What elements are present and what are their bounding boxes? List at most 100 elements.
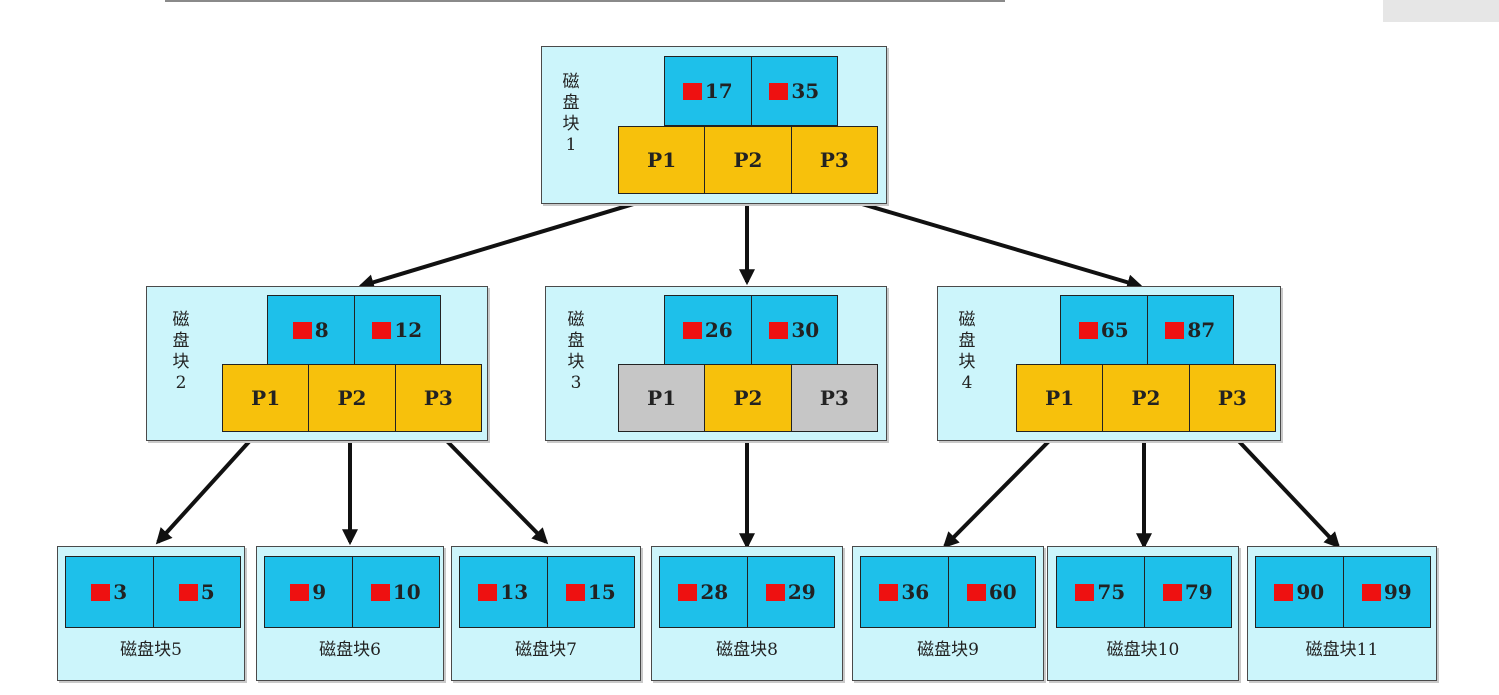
disk-block-label: 磁盘块10 <box>1106 640 1180 660</box>
data-pointer-marker-icon <box>682 321 702 339</box>
edge-arrow <box>1230 432 1341 549</box>
key-value: 3 <box>113 580 128 604</box>
key-cell: 17 <box>665 57 752 125</box>
key-value: 79 <box>1184 580 1213 604</box>
data-pointer-marker-icon <box>565 583 585 601</box>
edge-arrow <box>834 194 1144 291</box>
key-cell: 28 <box>660 557 748 627</box>
pointer-cell-p3: P3 <box>395 365 481 431</box>
key-cell: 29 <box>748 557 835 627</box>
key-cell: 8 <box>268 296 355 364</box>
edge-arrow <box>942 432 1058 549</box>
pointer-cell-p2: P2 <box>705 365 792 431</box>
data-pointer-marker-icon <box>966 583 986 601</box>
pointer-cell-p3: P3 <box>791 127 877 193</box>
key-cell: 12 <box>355 296 441 364</box>
disk-block-label: 磁盘块3 <box>567 310 585 393</box>
data-pointer-marker-icon <box>769 82 789 100</box>
key-cell: 10 <box>353 557 440 627</box>
key-value: 36 <box>901 580 930 604</box>
pointer-cell-p2: P2 <box>705 127 792 193</box>
key-cell: 79 <box>1145 557 1232 627</box>
data-pointer-marker-icon <box>370 583 390 601</box>
key-cell: 15 <box>548 557 635 627</box>
data-pointer-marker-icon <box>292 321 312 339</box>
data-pointer-marker-icon <box>1361 583 1381 601</box>
key-cell: 99 <box>1344 557 1431 627</box>
pointer-cell-p2: P2 <box>1103 365 1190 431</box>
data-pointer-marker-icon <box>1165 321 1185 339</box>
key-value: 35 <box>791 79 820 103</box>
key-cell: 9 <box>265 557 353 627</box>
key-value: 29 <box>787 580 816 604</box>
pointer-cell-p2: P2 <box>309 365 396 431</box>
disk-block-label: 磁盘块8 <box>716 640 778 660</box>
data-pointer-marker-icon <box>1274 583 1294 601</box>
key-value: 75 <box>1097 580 1126 604</box>
key-value: 12 <box>394 318 423 342</box>
data-pointer-marker-icon <box>765 583 785 601</box>
key-cell: 13 <box>460 557 548 627</box>
key-cell: 30 <box>752 296 838 364</box>
key-value: 15 <box>587 580 616 604</box>
key-value: 60 <box>988 580 1017 604</box>
key-row: 9 10 <box>264 556 440 628</box>
disk-block-label: 磁盘块2 <box>172 310 190 393</box>
key-row: 13 15 <box>459 556 635 628</box>
data-pointer-marker-icon <box>178 583 198 601</box>
disk-block-label: 磁盘块7 <box>515 640 577 660</box>
key-cell: 35 <box>752 57 838 125</box>
key-cell: 87 <box>1148 296 1234 364</box>
data-pointer-marker-icon <box>91 583 111 601</box>
key-cell: 5 <box>154 557 241 627</box>
edge-arrow <box>357 194 661 290</box>
data-pointer-marker-icon <box>682 82 702 100</box>
key-value: 99 <box>1383 580 1412 604</box>
key-row: 75 79 <box>1056 556 1232 628</box>
key-row: 65 87 <box>1060 295 1234 365</box>
key-value: 10 <box>392 580 421 604</box>
pointer-cell-p1: P1 <box>223 365 310 431</box>
key-value: 8 <box>314 318 329 342</box>
pointer-cell-p1: P1 <box>619 127 706 193</box>
data-pointer-marker-icon <box>879 583 899 601</box>
data-pointer-marker-icon <box>372 321 392 339</box>
disk-block-label: 磁盘块1 <box>562 72 580 155</box>
key-cell: 75 <box>1057 557 1145 627</box>
edge-arrow <box>155 432 258 545</box>
key-cell: 60 <box>949 557 1036 627</box>
key-cell: 36 <box>861 557 949 627</box>
key-value: 26 <box>704 318 733 342</box>
key-cell: 90 <box>1256 557 1344 627</box>
key-value: 5 <box>200 580 215 604</box>
data-pointer-marker-icon <box>769 321 789 339</box>
disk-block-label: 磁盘块5 <box>120 640 182 660</box>
pointer-cell-p1: P1 <box>619 365 706 431</box>
key-row: 36 60 <box>860 556 1036 628</box>
key-row: 90 99 <box>1255 556 1431 628</box>
data-pointer-marker-icon <box>678 583 698 601</box>
key-row: 28 29 <box>659 556 835 628</box>
key-value: 30 <box>791 318 820 342</box>
disk-block-label: 磁盘块4 <box>958 310 976 393</box>
data-pointer-marker-icon <box>478 583 498 601</box>
disk-block-label: 磁盘块11 <box>1305 640 1379 660</box>
key-cell: 3 <box>66 557 154 627</box>
data-pointer-marker-icon <box>1162 583 1182 601</box>
pointer-cell-p3: P3 <box>791 365 877 431</box>
pointer-cell-p1: P1 <box>1017 365 1104 431</box>
data-pointer-marker-icon <box>1078 321 1098 339</box>
edge-arrow <box>438 432 549 545</box>
key-value: 65 <box>1100 318 1129 342</box>
key-value: 87 <box>1187 318 1216 342</box>
key-value: 9 <box>312 580 327 604</box>
data-pointer-marker-icon <box>1075 583 1095 601</box>
key-value: 90 <box>1296 580 1325 604</box>
disk-block-label: 磁盘块9 <box>917 640 979 660</box>
